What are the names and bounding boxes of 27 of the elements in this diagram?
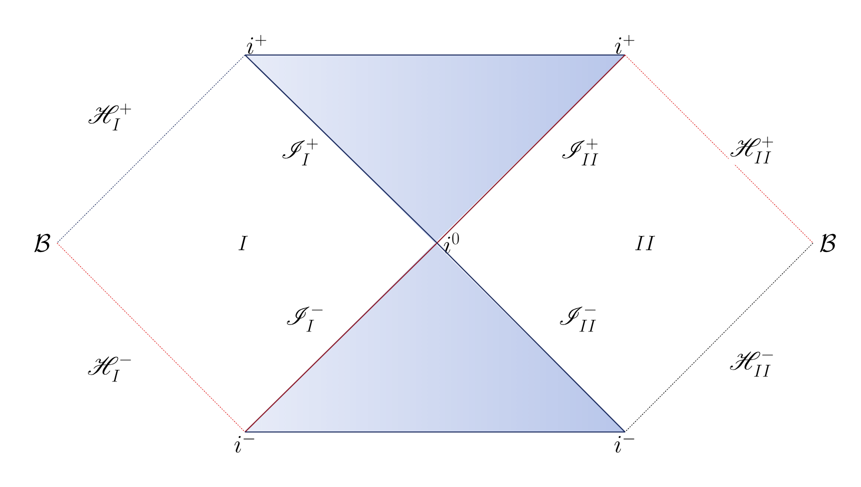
dotted-line xyxy=(56,242,246,432)
line xyxy=(436,242,626,432)
line xyxy=(436,54,626,244)
edge-label: $\mathscr{I}^{-}_{I}$ xyxy=(284,303,326,333)
dotted-line xyxy=(624,242,814,432)
point-label: $i^{0}$ xyxy=(444,232,459,254)
edge-label: $\mathscr{I}^{+}_{I}$ xyxy=(280,138,320,166)
region-label: $I$ xyxy=(238,236,248,250)
dotted-line xyxy=(624,54,814,244)
dotted-line xyxy=(56,54,246,244)
edge-label: $\mathscr{H}^{-}_{II}$ xyxy=(728,348,776,378)
edge-label: $\mathscr{H}^{-}_{I}$ xyxy=(86,353,134,383)
line xyxy=(244,242,438,432)
region-label: $II$ xyxy=(635,236,655,250)
point-label: $\mathcal{B}$ xyxy=(34,234,50,252)
point-label: $i^{-}$ xyxy=(614,436,634,453)
edge-label: $\mathscr{I}^{+}_{II}$ xyxy=(560,138,600,166)
edge-label: $\mathscr{H}^{+}_{II}$ xyxy=(728,136,776,164)
line xyxy=(245,54,625,56)
edge-label: $\mathscr{I}^{-}_{II}$ xyxy=(558,303,599,333)
point-label: $i^{-}$ xyxy=(234,436,254,453)
point-label: $\mathcal{B}$ xyxy=(820,234,836,252)
point-label: $i^{+}$ xyxy=(246,34,266,54)
line xyxy=(245,431,625,433)
edge-label: $\mathscr{H}^{+}_{I}$ xyxy=(86,102,134,132)
point-label: $i^{+}$ xyxy=(615,34,634,54)
line xyxy=(244,54,438,244)
